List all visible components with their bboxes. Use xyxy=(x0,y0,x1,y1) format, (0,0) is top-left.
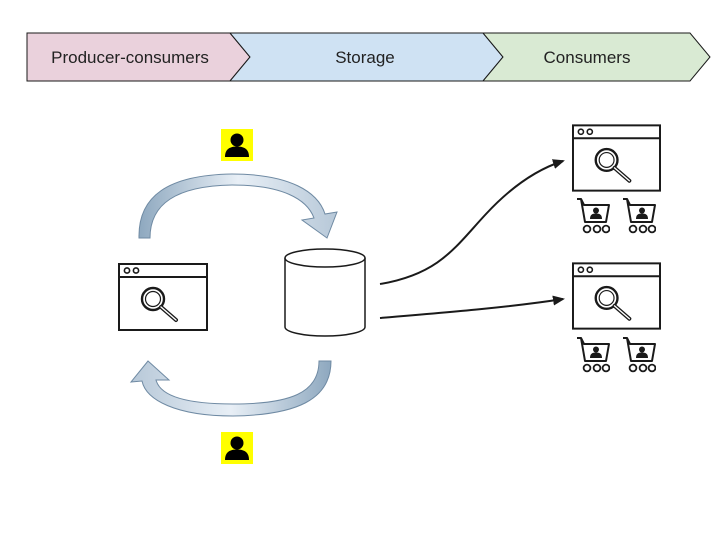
stage-chevron-consumers: Consumers xyxy=(481,32,711,82)
shopper-cart-icon xyxy=(576,337,610,373)
stage-label-producer-consumers: Producer-consumers xyxy=(51,48,209,67)
read-cycle-arrow xyxy=(129,360,332,417)
storage-database-icon xyxy=(284,248,366,337)
user-icon-top xyxy=(221,129,253,161)
write-cycle-arrow xyxy=(138,173,338,239)
stage-chevron-storage: Storage xyxy=(228,32,504,82)
storage-to-consumer-2-arrow xyxy=(379,295,565,319)
stage-label-consumers: Consumers xyxy=(544,48,631,67)
consumer-app-icon-1 xyxy=(572,124,661,192)
storage-to-consumer-1-arrow xyxy=(379,159,565,285)
stage-label-storage: Storage xyxy=(335,48,395,67)
stage-chevron-producer-consumers: Producer-consumers xyxy=(26,32,251,82)
producer-app-icon xyxy=(118,263,208,331)
shopper-cart-icon xyxy=(576,198,610,234)
user-icon-bottom xyxy=(221,432,253,464)
shopper-cart-icon xyxy=(622,337,656,373)
shopper-cart-icon xyxy=(622,198,656,234)
consumer-app-icon-2 xyxy=(572,262,661,330)
